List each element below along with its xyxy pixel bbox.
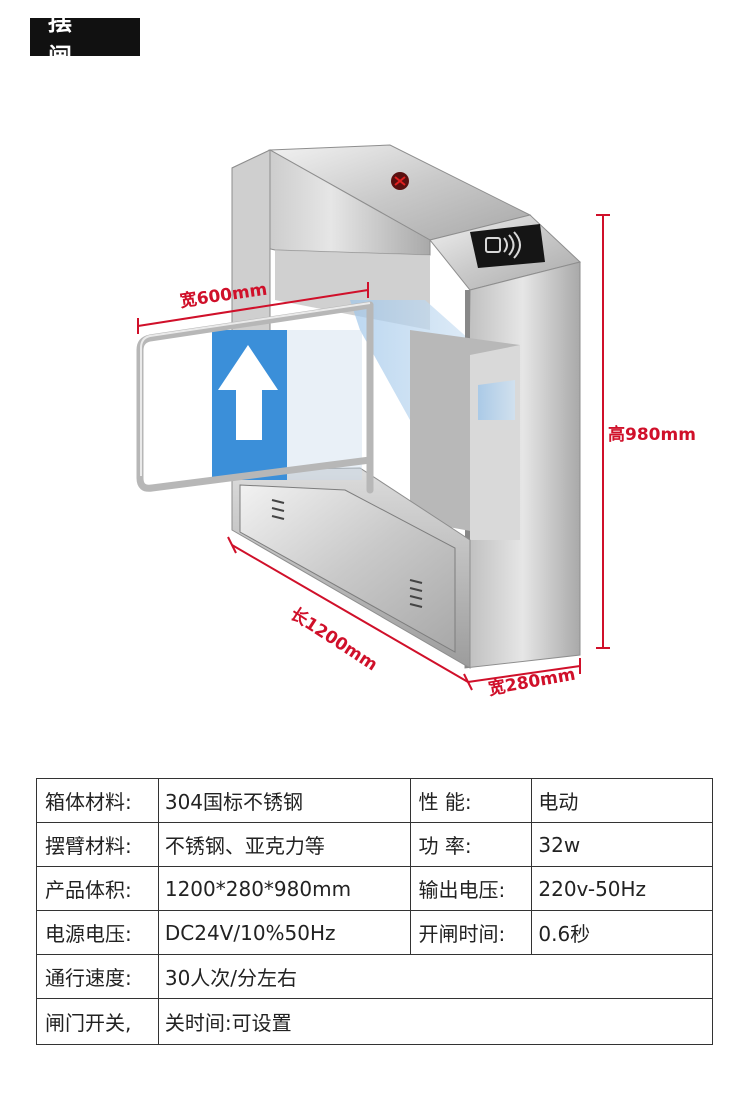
access-door (239, 484, 456, 653)
up-arrow-icon (218, 345, 278, 440)
table-row: 电源电压: DC24V/10%50Hz 开闸时间: 0.6秒 (36, 910, 713, 955)
spec-value: 30人次/分左右 (157, 954, 714, 999)
table-row: 通行速度: 30人次/分左右 (36, 954, 714, 999)
table-row: 闸门开关, 关时间:可设置 (36, 998, 714, 1045)
table-row: 箱体材料: 304国标不锈钢 性 能: 电动 (36, 778, 713, 823)
nfc-icon (485, 231, 521, 259)
swing-gate-illustration (136, 144, 610, 691)
spec-value: 电动 (531, 778, 713, 823)
spec-value: 32w (531, 822, 713, 867)
spec-key: 开闸时间: (409, 910, 533, 955)
spec-value: 不锈钢、亚克力等 (157, 822, 411, 867)
table-row: 摆臂材料: 不锈钢、亚克力等 功 率: 32w (36, 822, 713, 867)
spec-key: 产品体积: (36, 866, 159, 911)
spec-key: 输出电压: (409, 866, 533, 911)
table-row: 产品体积: 1200*280*980mm 输出电压: 220v-50Hz (36, 866, 713, 911)
spec-key: 摆臂材料: (36, 822, 159, 867)
spec-key: 闸门开关, (36, 998, 159, 1045)
spec-value: 0.6秒 (531, 910, 713, 955)
vent-slots-left (271, 499, 285, 520)
spec-value: 304国标不锈钢 (157, 778, 411, 823)
page-title: 摆 闸 (30, 8, 140, 71)
spec-key: 功 率: (409, 822, 533, 867)
spec-table: 箱体材料: 304国标不锈钢 性 能: 电动 摆臂材料: 不锈钢、亚克力等 功 … (36, 778, 714, 1045)
spec-key: 性 能: (409, 778, 533, 823)
dimension-lines (137, 214, 610, 691)
spec-value: 220v-50Hz (531, 866, 713, 911)
spec-key: 通行速度: (36, 954, 159, 999)
vent-slots-right (409, 579, 423, 608)
spec-value: 关时间:可设置 (157, 998, 714, 1045)
dimension-height-label: 高980mm (608, 425, 696, 445)
spec-value: 1200*280*980mm (157, 866, 411, 911)
spec-key: 电源电压: (36, 910, 159, 955)
spec-value: DC24V/10%50Hz (157, 910, 411, 955)
spec-key: 箱体材料: (36, 778, 159, 823)
